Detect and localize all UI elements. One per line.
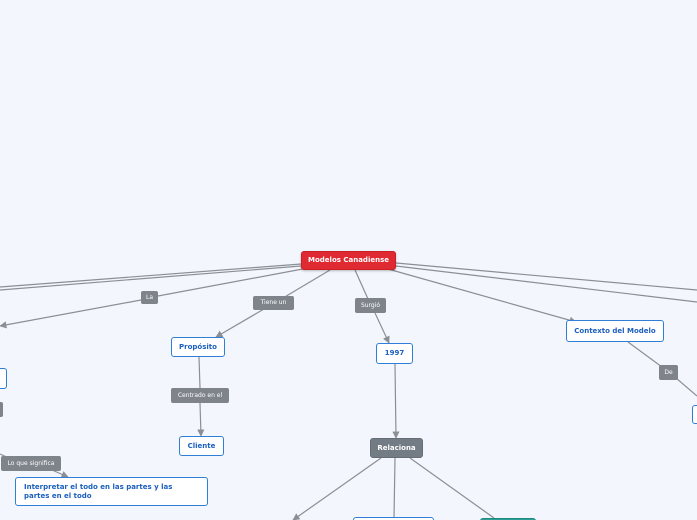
node-partial-right[interactable]	[692, 405, 697, 424]
edge-relaciona-down-right	[409, 457, 495, 519]
edge-root-right-2	[395, 265, 697, 303]
edge-centrado-cliente	[197, 402, 205, 437]
node-partial-bottom-right[interactable]	[480, 518, 536, 520]
edge-root-left-2	[0, 265, 302, 291]
edge-root-left-1	[0, 263, 302, 288]
link-label-centrado-en-el[interactable]: Centrado en el	[171, 388, 229, 403]
node-partial-bottom-mid[interactable]	[353, 517, 434, 520]
edge-relaciona-down-left	[292, 457, 382, 520]
link-label-partial-left[interactable]	[0, 402, 3, 417]
link-label-lo-que-significa[interactable]: Lo que significa	[1, 456, 61, 471]
edge-proposito-centrado	[198, 356, 201, 389]
node-cliente[interactable]: Cliente	[179, 436, 224, 456]
edge-relaciona-down-mid	[393, 457, 396, 519]
node-partial-left[interactable]	[0, 368, 7, 389]
edge-root-surgio	[354, 269, 369, 300]
edge-root-tieneun	[282, 269, 331, 299]
node-relaciona[interactable]: Relaciona	[370, 438, 423, 458]
node-proposito[interactable]: Propósito	[171, 337, 225, 357]
edge-contexto-de	[627, 341, 663, 368]
edge-de-right	[675, 377, 697, 397]
edge-surgio-year	[374, 312, 390, 344]
link-label-surgio[interactable]: Surgió	[355, 298, 386, 313]
node-contexto-del-modelo[interactable]: Contexto del Modelo	[566, 320, 664, 342]
edge-loquesignifica-interpretar	[51, 469, 69, 478]
link-label-tiene-un[interactable]: Tiene un	[253, 296, 294, 310]
edge-year-relaciona	[392, 363, 400, 439]
edge-la-left	[0, 299, 142, 329]
edge-root-contexto	[387, 268, 577, 324]
node-year[interactable]: 1997	[376, 343, 413, 364]
node-interpretar[interactable]: Interpretar el todo en las partes y las …	[15, 477, 208, 506]
edge-root-la	[157, 267, 309, 297]
edge-tieneun-proposito	[215, 308, 265, 338]
edge-root-right-1	[395, 262, 697, 291]
root-node[interactable]: Modelos Canadiense	[301, 251, 396, 270]
link-label-la[interactable]: La	[141, 291, 158, 304]
link-label-de[interactable]: De	[659, 365, 678, 380]
